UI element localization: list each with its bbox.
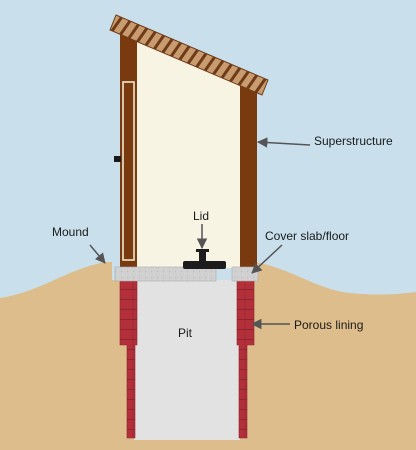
porous-lining-label: Porous lining [294,318,363,332]
cover-slab-right [231,266,259,282]
porous-lining-left [119,279,138,439]
mound-label: Mound [52,225,89,239]
porous-lining-right [236,279,255,439]
superstructure-arrow [256,137,311,148]
superstructure-wall-left [120,27,137,268]
lid-label: Lid [193,209,209,223]
door-latch [114,156,121,162]
superstructure-label: Superstructure [314,134,393,148]
cover-slab-label: Cover slab/floor [265,229,349,243]
cover-slab-arrow [251,244,283,274]
roof [109,14,269,96]
pit-label: Pit [178,326,193,340]
mound-arrow [89,244,106,264]
superstructure-wall-right [240,81,257,268]
lid [183,249,226,269]
cover-slab-left [114,266,217,282]
door-frame [122,81,135,261]
pit [134,280,240,440]
superstructure-interior [137,34,240,268]
